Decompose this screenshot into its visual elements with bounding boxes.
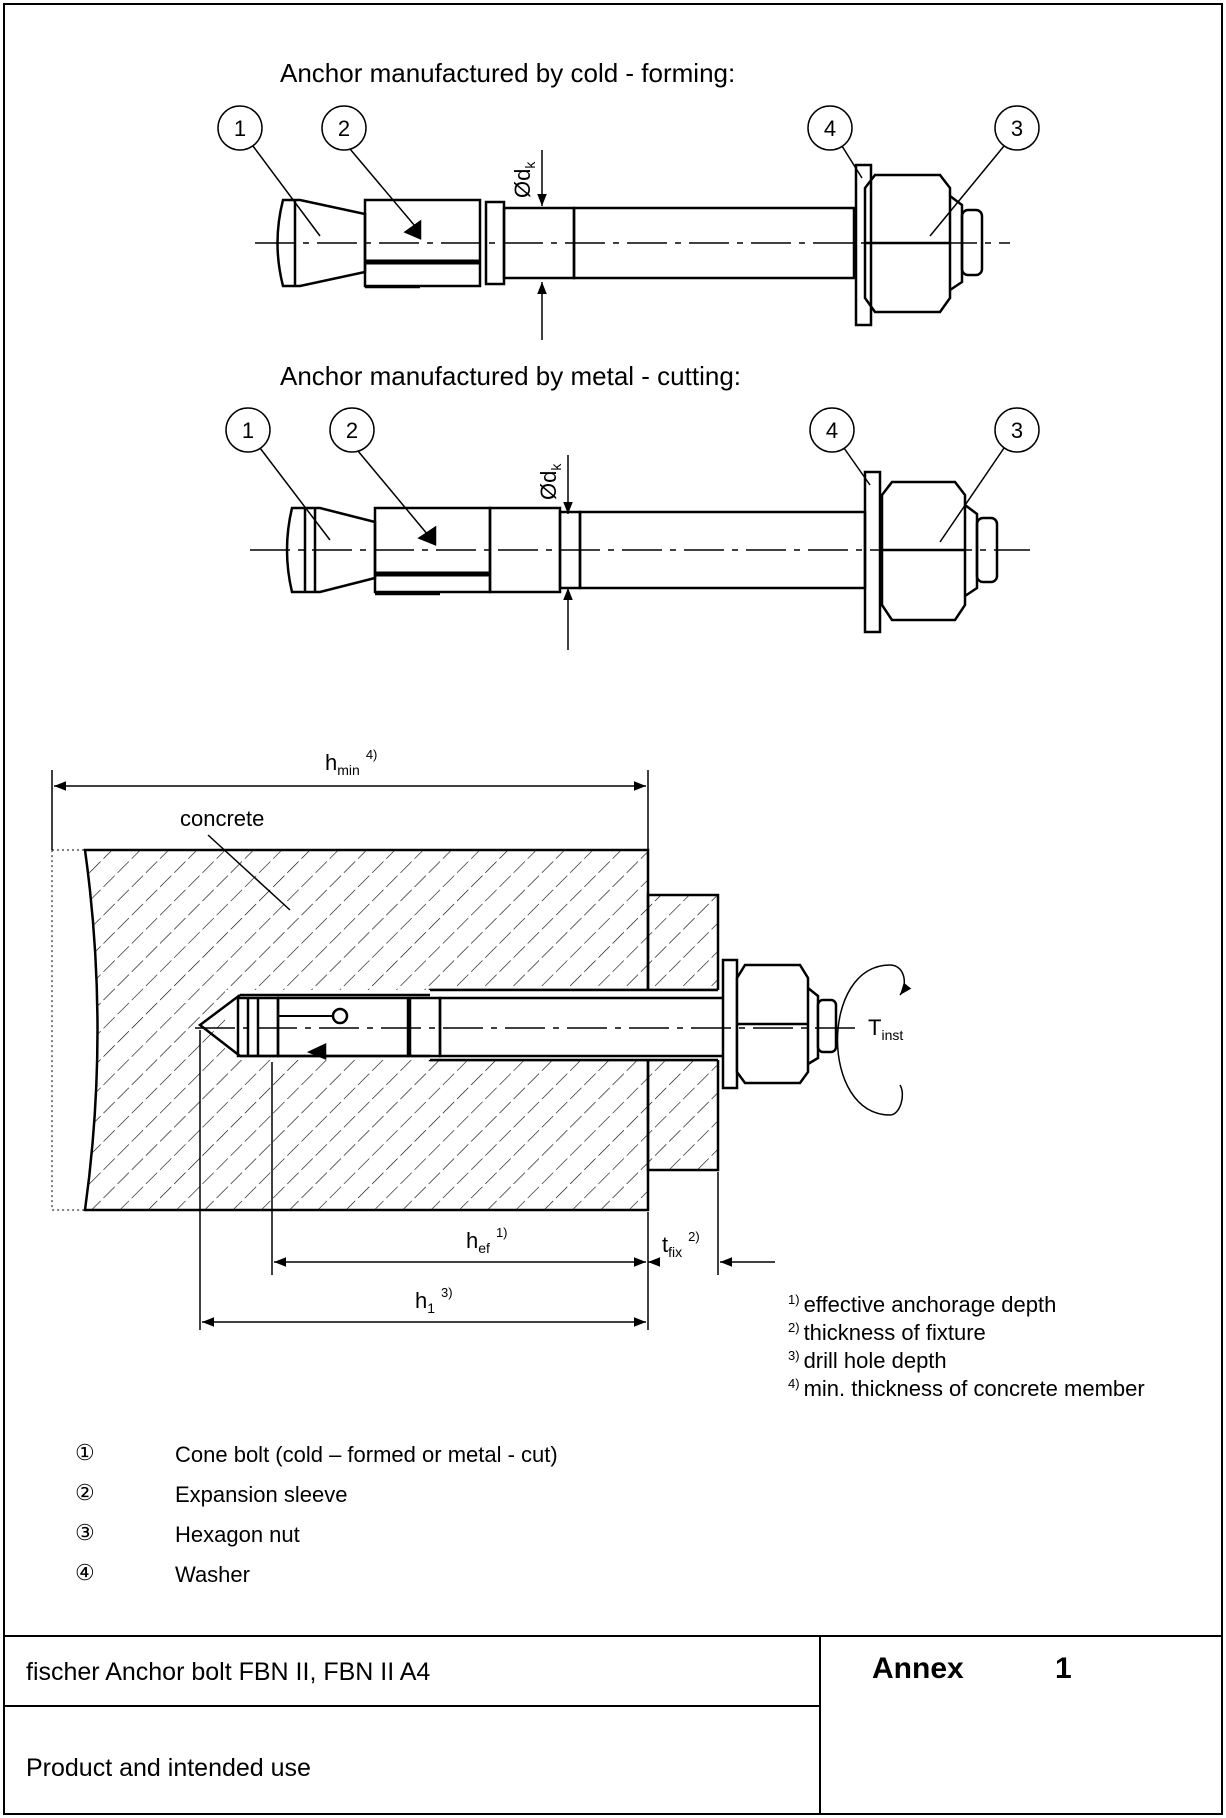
part-symbol: ②: [75, 1480, 95, 1505]
hmin-label: hmin4): [325, 747, 377, 778]
part-symbol: ③: [75, 1520, 95, 1545]
callout-3: 3: [1011, 418, 1023, 443]
footnote-3: 3)drill hole depth: [788, 1348, 947, 1373]
callout-4: 4: [824, 116, 836, 141]
hef-label: hef1): [466, 1225, 508, 1256]
callout-2: 2: [346, 418, 358, 443]
callout-1: 1: [234, 116, 246, 141]
tfix-label: tfix2): [662, 1229, 700, 1260]
callout-2: 2: [338, 116, 350, 141]
callout-1: 1: [242, 418, 254, 443]
document-subject: Product and intended use: [26, 1754, 311, 1782]
footnote-2: 2)thickness of fixture: [788, 1320, 986, 1345]
h1-label: h13): [415, 1285, 453, 1316]
parts-list: ① Cone bolt (cold – formed or metal - cu…: [75, 1440, 558, 1587]
torque-symbol: [836, 964, 912, 1116]
page-frame: [3, 3, 1223, 1815]
part-symbol: ①: [75, 1440, 95, 1465]
concrete-label: concrete: [180, 806, 264, 831]
part-label: Washer: [175, 1562, 250, 1587]
callout-3: 3: [1011, 116, 1023, 141]
anchor-cold-formed: [255, 163, 1010, 327]
part-label: Hexagon nut: [175, 1522, 300, 1547]
dk-label-metal: Ødk: [536, 463, 564, 500]
annex-label: Annex: [872, 1652, 964, 1685]
callout-labels-metal: 1 2 4 3: [242, 418, 1023, 443]
fixture: [646, 893, 720, 1172]
tinst-label: Tinst: [868, 1015, 903, 1043]
dk-label-cold: Ødk: [510, 161, 538, 198]
title-block: [4, 1635, 1222, 1814]
annex-number: 1: [1055, 1652, 1072, 1685]
heading-metal-cutting: Anchor manufactured by metal - cutting:: [280, 361, 741, 391]
concrete-leader: [207, 834, 291, 911]
part-symbol: ④: [75, 1560, 95, 1585]
footnote-4: 4)min. thickness of concrete member: [788, 1376, 1145, 1401]
part-label: Cone bolt (cold – formed or metal - cut): [175, 1442, 558, 1467]
callouts-cold: [217, 105, 1040, 237]
product-title: fischer Anchor bolt FBN II, FBN II A4: [26, 1658, 430, 1686]
footnotes: 1)effective anchorage depth 2)thickness …: [788, 1292, 1145, 1401]
part-label: Expansion sleeve: [175, 1482, 347, 1507]
hmin-dimension: [51, 770, 649, 850]
installed-anchor: [197, 958, 838, 1090]
anchor-metal-cut: [250, 470, 1030, 634]
depth-dimensions: [199, 1030, 775, 1330]
callouts-metal: [225, 407, 1040, 543]
callout-4: 4: [826, 418, 838, 443]
callout-labels-cold: 1 2 4 3: [234, 116, 1023, 141]
heading-cold-forming: Anchor manufactured by cold - forming:: [280, 58, 735, 88]
footnote-1: 1)effective anchorage depth: [788, 1292, 1056, 1317]
